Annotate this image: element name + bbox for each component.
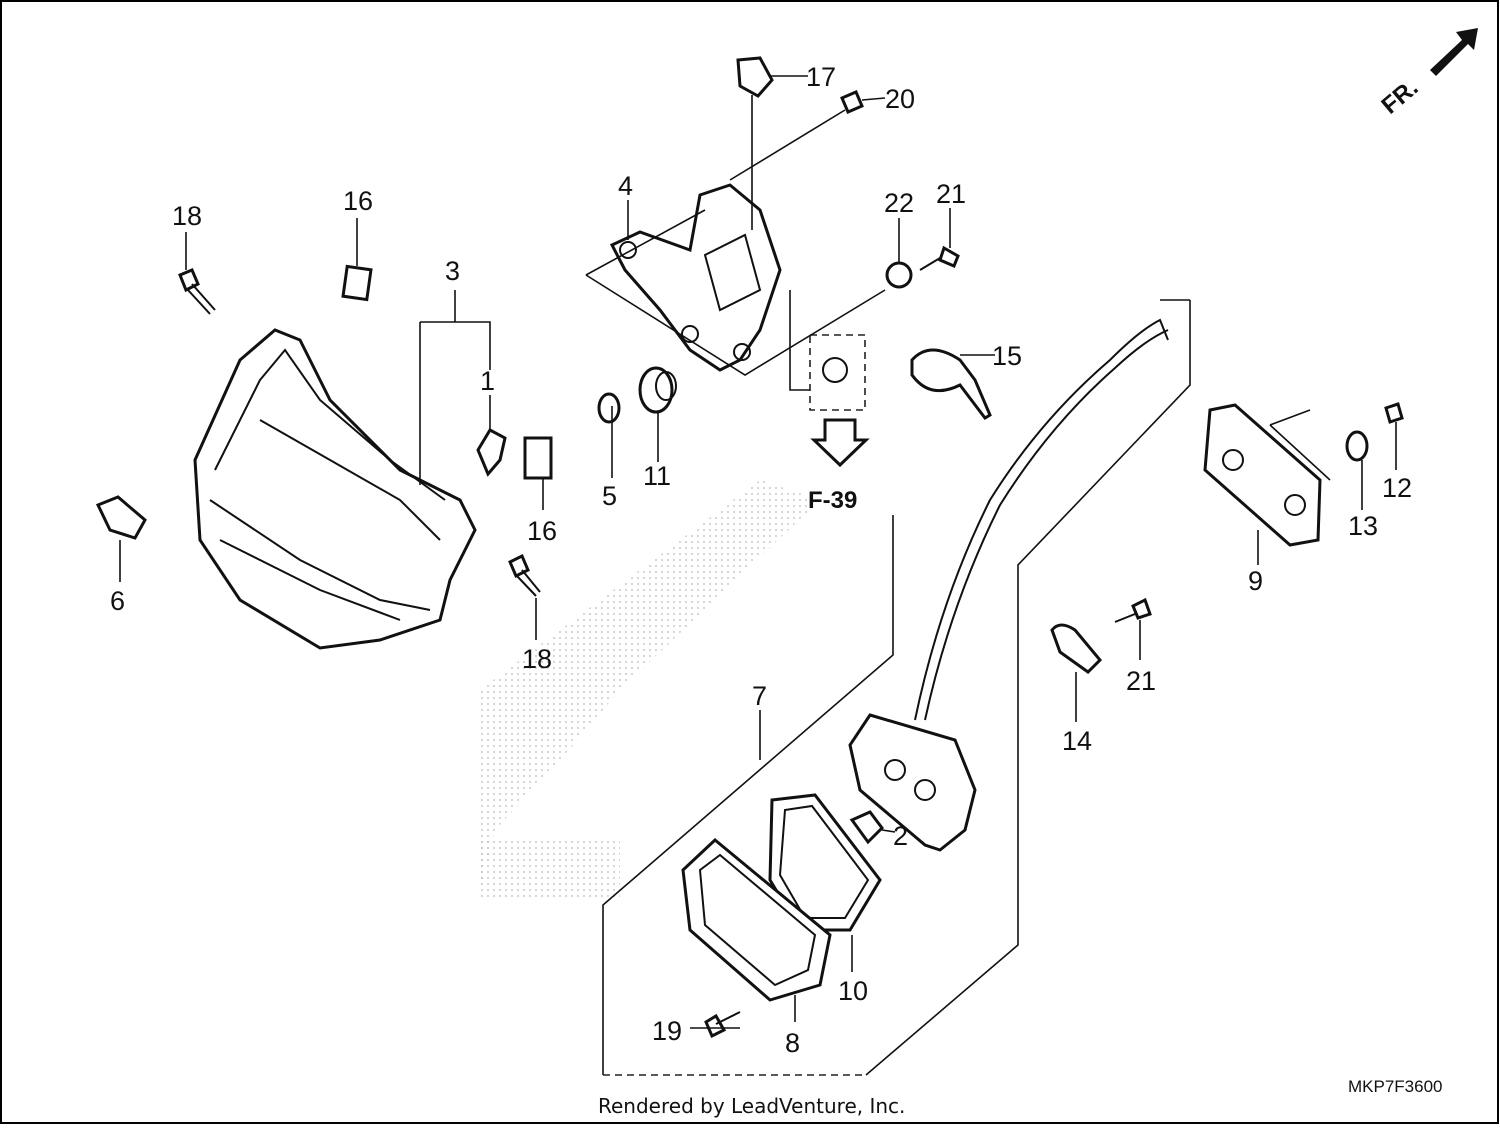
front-marker-label: FR. — [1377, 74, 1424, 120]
callout-17: 17 — [806, 62, 836, 92]
drawing-code: MKP7F3600 — [1348, 1077, 1443, 1096]
gasket-10[interactable] — [768, 793, 882, 932]
license-light-stay[interactable] — [914, 318, 1169, 721]
screw-20[interactable] — [840, 90, 864, 114]
callout-2: 2 — [893, 821, 908, 851]
callout-22: 22 — [884, 188, 914, 218]
callout-16-lower: 16 — [527, 516, 557, 546]
rubber-block[interactable] — [95, 495, 147, 540]
clip-lower[interactable] — [523, 436, 553, 480]
bolt-upper[interactable] — [178, 268, 216, 315]
callout-19: 19 — [652, 1016, 682, 1046]
bolt-lower[interactable] — [508, 553, 541, 597]
screw-21-lower[interactable] — [1114, 597, 1152, 623]
cross-reference-label[interactable]: F-39 — [808, 487, 857, 514]
nut-12[interactable] — [1384, 402, 1404, 424]
grommet-11[interactable] — [638, 366, 677, 414]
screw-19[interactable] — [704, 1011, 741, 1039]
callout-3: 3 — [445, 256, 460, 286]
render-credit: Rendered by LeadVenture, Inc. — [598, 1094, 905, 1118]
callout-13: 13 — [1348, 511, 1378, 541]
washer-13[interactable] — [1345, 430, 1369, 462]
callout-21-lower: 21 — [1126, 666, 1156, 696]
callout-14: 14 — [1062, 726, 1092, 756]
license-light-housing[interactable] — [848, 713, 977, 852]
callout-8: 8 — [785, 1028, 800, 1058]
cross-reference-box[interactable]: F-39 — [808, 334, 870, 514]
clip-upper[interactable] — [341, 264, 373, 302]
front-direction-marker: FR. — [1377, 28, 1478, 120]
callout-21-upper: 21 — [936, 179, 966, 209]
washer-5[interactable] — [597, 392, 621, 424]
license-lens-8[interactable] — [681, 838, 832, 1002]
license-bulb[interactable] — [849, 810, 884, 845]
washer-22[interactable] — [885, 261, 913, 289]
callout-18-upper: 18 — [172, 201, 202, 231]
headlight-assembly[interactable] — [193, 328, 477, 650]
clamp-14[interactable] — [1050, 623, 1103, 674]
callout-10: 10 — [838, 976, 868, 1006]
group-outlines — [419, 209, 1331, 1076]
clip-nut-17[interactable] — [736, 56, 774, 98]
headlight-bracket[interactable] — [609, 183, 782, 372]
callout-15: 15 — [992, 341, 1022, 371]
callout-5: 5 — [602, 481, 617, 511]
callout-12: 12 — [1382, 473, 1412, 503]
callout-1: 1 — [480, 366, 495, 396]
leader-lines — [119, 75, 1397, 1029]
callout-4: 4 — [618, 171, 633, 201]
callout-labels: 1 2 3 4 5 6 7 8 9 10 11 12 13 14 15 16 1… — [110, 62, 1412, 1058]
headlight-bulb[interactable] — [476, 428, 507, 477]
watermark-wing — [478, 480, 820, 900]
callout-20: 20 — [885, 84, 915, 114]
band-15[interactable] — [910, 348, 992, 420]
callout-11: 11 — [643, 461, 671, 491]
callout-18-lower: 18 — [522, 644, 552, 674]
rear-reflector-9[interactable] — [1203, 403, 1322, 547]
screw-21-upper[interactable] — [919, 245, 960, 271]
callout-16-upper: 16 — [343, 186, 373, 216]
callout-7: 7 — [752, 681, 767, 711]
callout-6: 6 — [110, 586, 125, 616]
callout-9: 9 — [1248, 566, 1263, 596]
